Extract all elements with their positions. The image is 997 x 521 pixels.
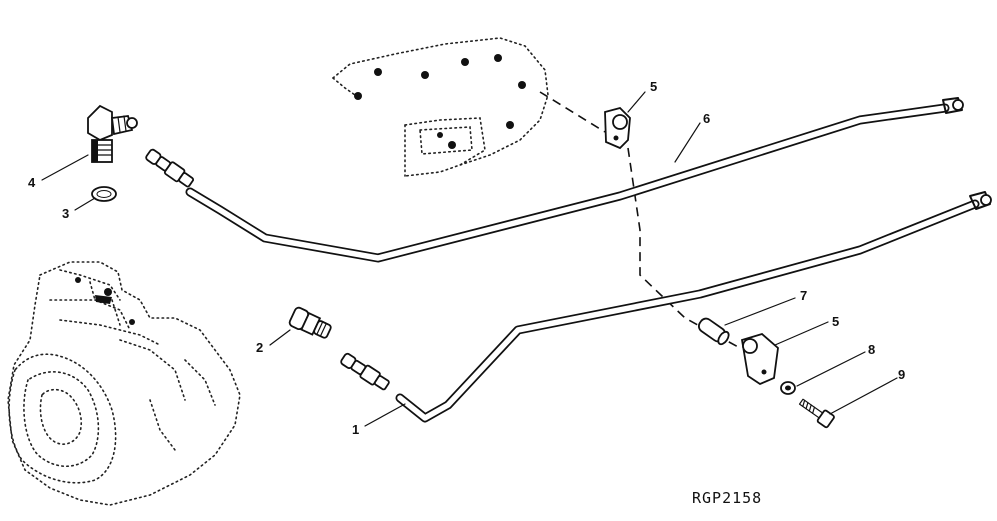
callout-5-lower: 5 xyxy=(832,314,839,329)
callout-4: 4 xyxy=(28,175,36,190)
upper-tube-fittings xyxy=(145,148,195,188)
callout-8: 8 xyxy=(868,342,875,357)
engine-block-outline xyxy=(332,37,549,177)
upper-hydraulic-tube xyxy=(185,97,964,263)
o-ring xyxy=(91,186,117,202)
transmission-housing-outline xyxy=(7,261,241,506)
callout-leaders xyxy=(41,91,898,427)
cap-screw xyxy=(798,398,835,429)
callout-7: 7 xyxy=(800,288,807,303)
lower-tube-clamp xyxy=(740,332,779,386)
callout-9: 9 xyxy=(898,367,905,382)
callout-3: 3 xyxy=(62,206,69,221)
callout-1: 1 xyxy=(352,422,359,437)
lower-tube-fittings xyxy=(340,352,390,391)
callout-5-upper: 5 xyxy=(650,79,657,94)
figure-id: RGP2158 xyxy=(692,489,762,507)
lock-washer xyxy=(780,381,796,395)
spacer-sleeve xyxy=(697,317,730,346)
adapter-fitting xyxy=(288,306,332,339)
callout-6: 6 xyxy=(703,111,710,126)
elbow-fitting xyxy=(87,104,138,163)
lower-hydraulic-tube xyxy=(395,191,992,423)
upper-tube-clamp xyxy=(604,106,631,150)
callout-2: 2 xyxy=(256,340,263,355)
callouts: 4 3 2 1 5 6 7 5 8 9 xyxy=(28,79,905,437)
